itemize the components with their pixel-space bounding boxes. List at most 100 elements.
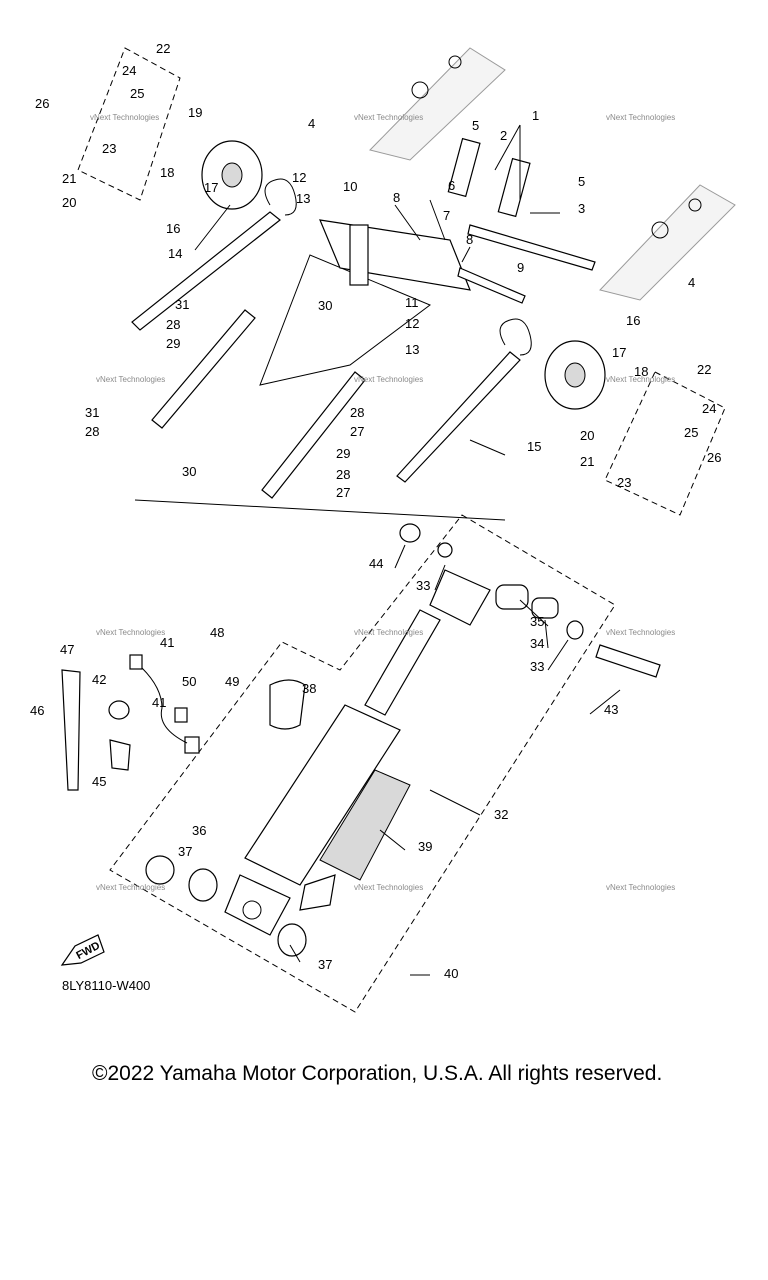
watermark-text: vNext Technologies (96, 375, 165, 384)
watermark-text: vNext Technologies (354, 628, 423, 637)
callout-8: 8 (393, 190, 400, 205)
watermark-text: vNext Technologies (606, 628, 675, 637)
callout-44: 44 (369, 556, 383, 571)
callout-39: 39 (418, 839, 432, 854)
watermark-text: vNext Technologies (606, 113, 675, 122)
callout-41: 41 (152, 695, 166, 710)
callout-12: 12 (292, 170, 306, 185)
callout-25: 25 (130, 86, 144, 101)
callout-11: 11 (405, 295, 419, 310)
callout-47: 47 (60, 642, 74, 657)
callout-33: 33 (416, 578, 430, 593)
callout-9: 9 (517, 260, 524, 275)
callout-17: 17 (204, 180, 218, 195)
callout-18: 18 (634, 364, 648, 379)
watermark-text: vNext Technologies (354, 113, 423, 122)
callout-45: 45 (92, 774, 106, 789)
callout-20: 20 (62, 195, 76, 210)
callout-2: 2 (500, 128, 507, 143)
callout-19: 19 (188, 105, 202, 120)
callout-layer: 1234455678891011121213131415161617171818… (30, 41, 721, 981)
callout-17: 17 (612, 345, 626, 360)
callout-38: 38 (302, 681, 316, 696)
fwd-arrow: FWD (60, 934, 105, 966)
callout-28: 28 (85, 424, 99, 439)
callout-23: 23 (102, 141, 116, 156)
callout-14: 14 (168, 246, 182, 261)
watermark-text: vNext Technologies (96, 628, 165, 637)
callout-18: 18 (160, 165, 174, 180)
group-outline-shock (109, 514, 616, 1013)
watermark-text: vNext Technologies (606, 375, 675, 384)
idler-wheel-right (544, 340, 606, 410)
callout-21: 21 (62, 171, 76, 186)
callout-28: 28 (166, 317, 180, 332)
idler-wheel-left (201, 140, 263, 210)
callout-5: 5 (578, 174, 585, 189)
callout-37: 37 (318, 957, 332, 972)
callout-8: 8 (466, 232, 473, 247)
callout-24: 24 (702, 401, 716, 416)
watermark-text: vNext Technologies (354, 883, 423, 892)
callout-36: 36 (192, 823, 206, 838)
watermark-text: vNext Technologies (90, 113, 159, 122)
callout-13: 13 (296, 191, 310, 206)
exploded-parts-diagram: vNext Technologies vNext Technologies vNex… (30, 41, 736, 1013)
callout-23: 23 (617, 475, 631, 490)
callout-4: 4 (308, 116, 315, 131)
callout-37: 37 (178, 844, 192, 859)
callout-26: 26 (35, 96, 49, 111)
bushings-and-washers (61, 523, 661, 957)
watermark-text: vNext Technologies (96, 883, 165, 892)
callout-16: 16 (626, 313, 640, 328)
callout-43: 43 (604, 702, 618, 717)
callout-48: 48 (210, 625, 224, 640)
copyright-notice: ©2022 Yamaha Motor Corporation, U.S.A. A… (92, 1062, 663, 1085)
callout-26: 26 (707, 450, 721, 465)
callout-7: 7 (443, 208, 450, 223)
shock-absorber (224, 569, 491, 936)
group-outline-links (134, 254, 506, 521)
callout-22: 22 (156, 41, 170, 56)
torsion-spring-right (396, 318, 532, 483)
watermark-layer: vNext Technologies vNext Technologies vNex… (90, 113, 675, 892)
callout-1: 1 (532, 108, 539, 123)
watermark-text: vNext Technologies (354, 375, 423, 384)
callout-12: 12 (405, 316, 419, 331)
callout-42: 42 (92, 672, 106, 687)
callout-28: 28 (336, 467, 350, 482)
callout-3: 3 (578, 201, 585, 216)
callout-35: 35 (530, 614, 544, 629)
callout-4: 4 (688, 275, 695, 290)
torsion-spring-left (131, 178, 297, 331)
callout-34: 34 (530, 636, 544, 651)
group-outline-22-left (77, 47, 181, 201)
callout-46: 46 (30, 703, 44, 718)
callout-28: 28 (350, 405, 364, 420)
callout-6: 6 (448, 178, 455, 193)
callout-25: 25 (684, 425, 698, 440)
callout-5: 5 (472, 118, 479, 133)
callout-15: 15 (527, 439, 541, 454)
callout-16: 16 (166, 221, 180, 236)
callout-30: 30 (182, 464, 196, 479)
callout-31: 31 (85, 405, 99, 420)
leader-lines (194, 124, 621, 976)
callout-27: 27 (350, 424, 364, 439)
callout-30: 30 (318, 298, 332, 313)
callout-21: 21 (580, 454, 594, 469)
callout-41: 41 (160, 635, 174, 650)
rail-plate-upper (369, 47, 736, 301)
callout-13: 13 (405, 342, 419, 357)
diagram-code: 8LY8110-W400 (62, 978, 151, 993)
callout-27: 27 (336, 485, 350, 500)
callout-49: 49 (225, 674, 239, 689)
callout-33: 33 (530, 659, 544, 674)
front-arm (319, 137, 596, 304)
group-outline-22-right (604, 371, 726, 516)
callout-50: 50 (182, 674, 196, 689)
callout-22: 22 (697, 362, 711, 377)
link-rods (151, 309, 366, 499)
watermark-text: vNext Technologies (606, 883, 675, 892)
callout-29: 29 (336, 446, 350, 461)
